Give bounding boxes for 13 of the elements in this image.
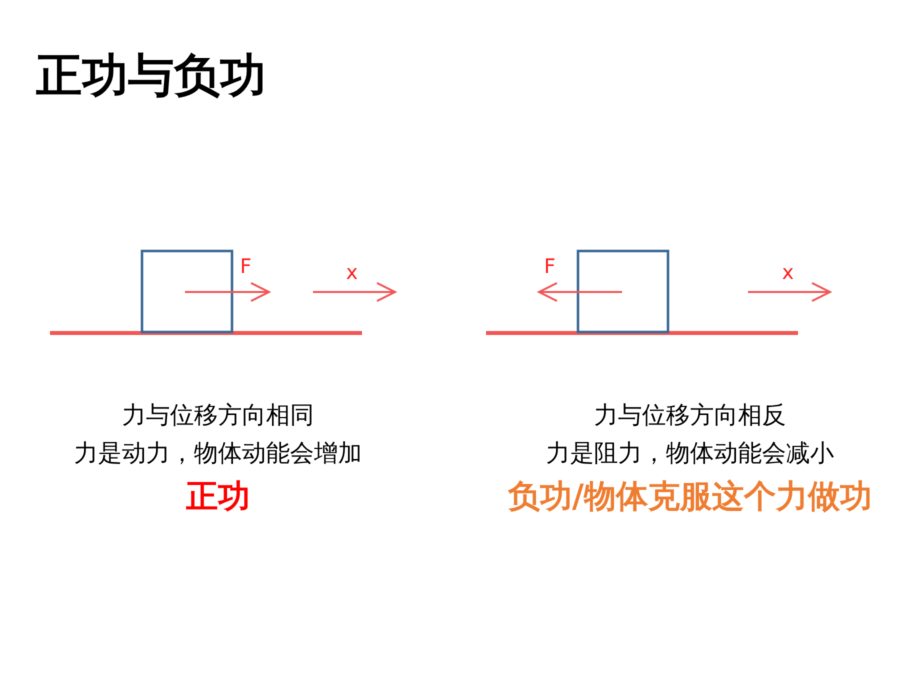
title: 正功与负功: [36, 52, 266, 98]
description-text: 力与位移方向相同: [122, 403, 314, 427]
description-text: 力与位移方向相反: [594, 403, 786, 427]
force-label: F: [544, 256, 556, 276]
conclusion-text: 负功/物体克服这个力做功: [508, 480, 872, 512]
block: [576, 250, 670, 334]
force-label: F: [240, 256, 252, 276]
conclusion-text: 正功: [186, 480, 250, 512]
displacement-label: x: [782, 262, 794, 282]
description-text: 力是动力，物体动能会增加: [74, 441, 362, 465]
block: [140, 250, 234, 334]
displacement-label: x: [346, 262, 358, 282]
description-text: 力是阻力，物体动能会减小: [546, 441, 834, 465]
